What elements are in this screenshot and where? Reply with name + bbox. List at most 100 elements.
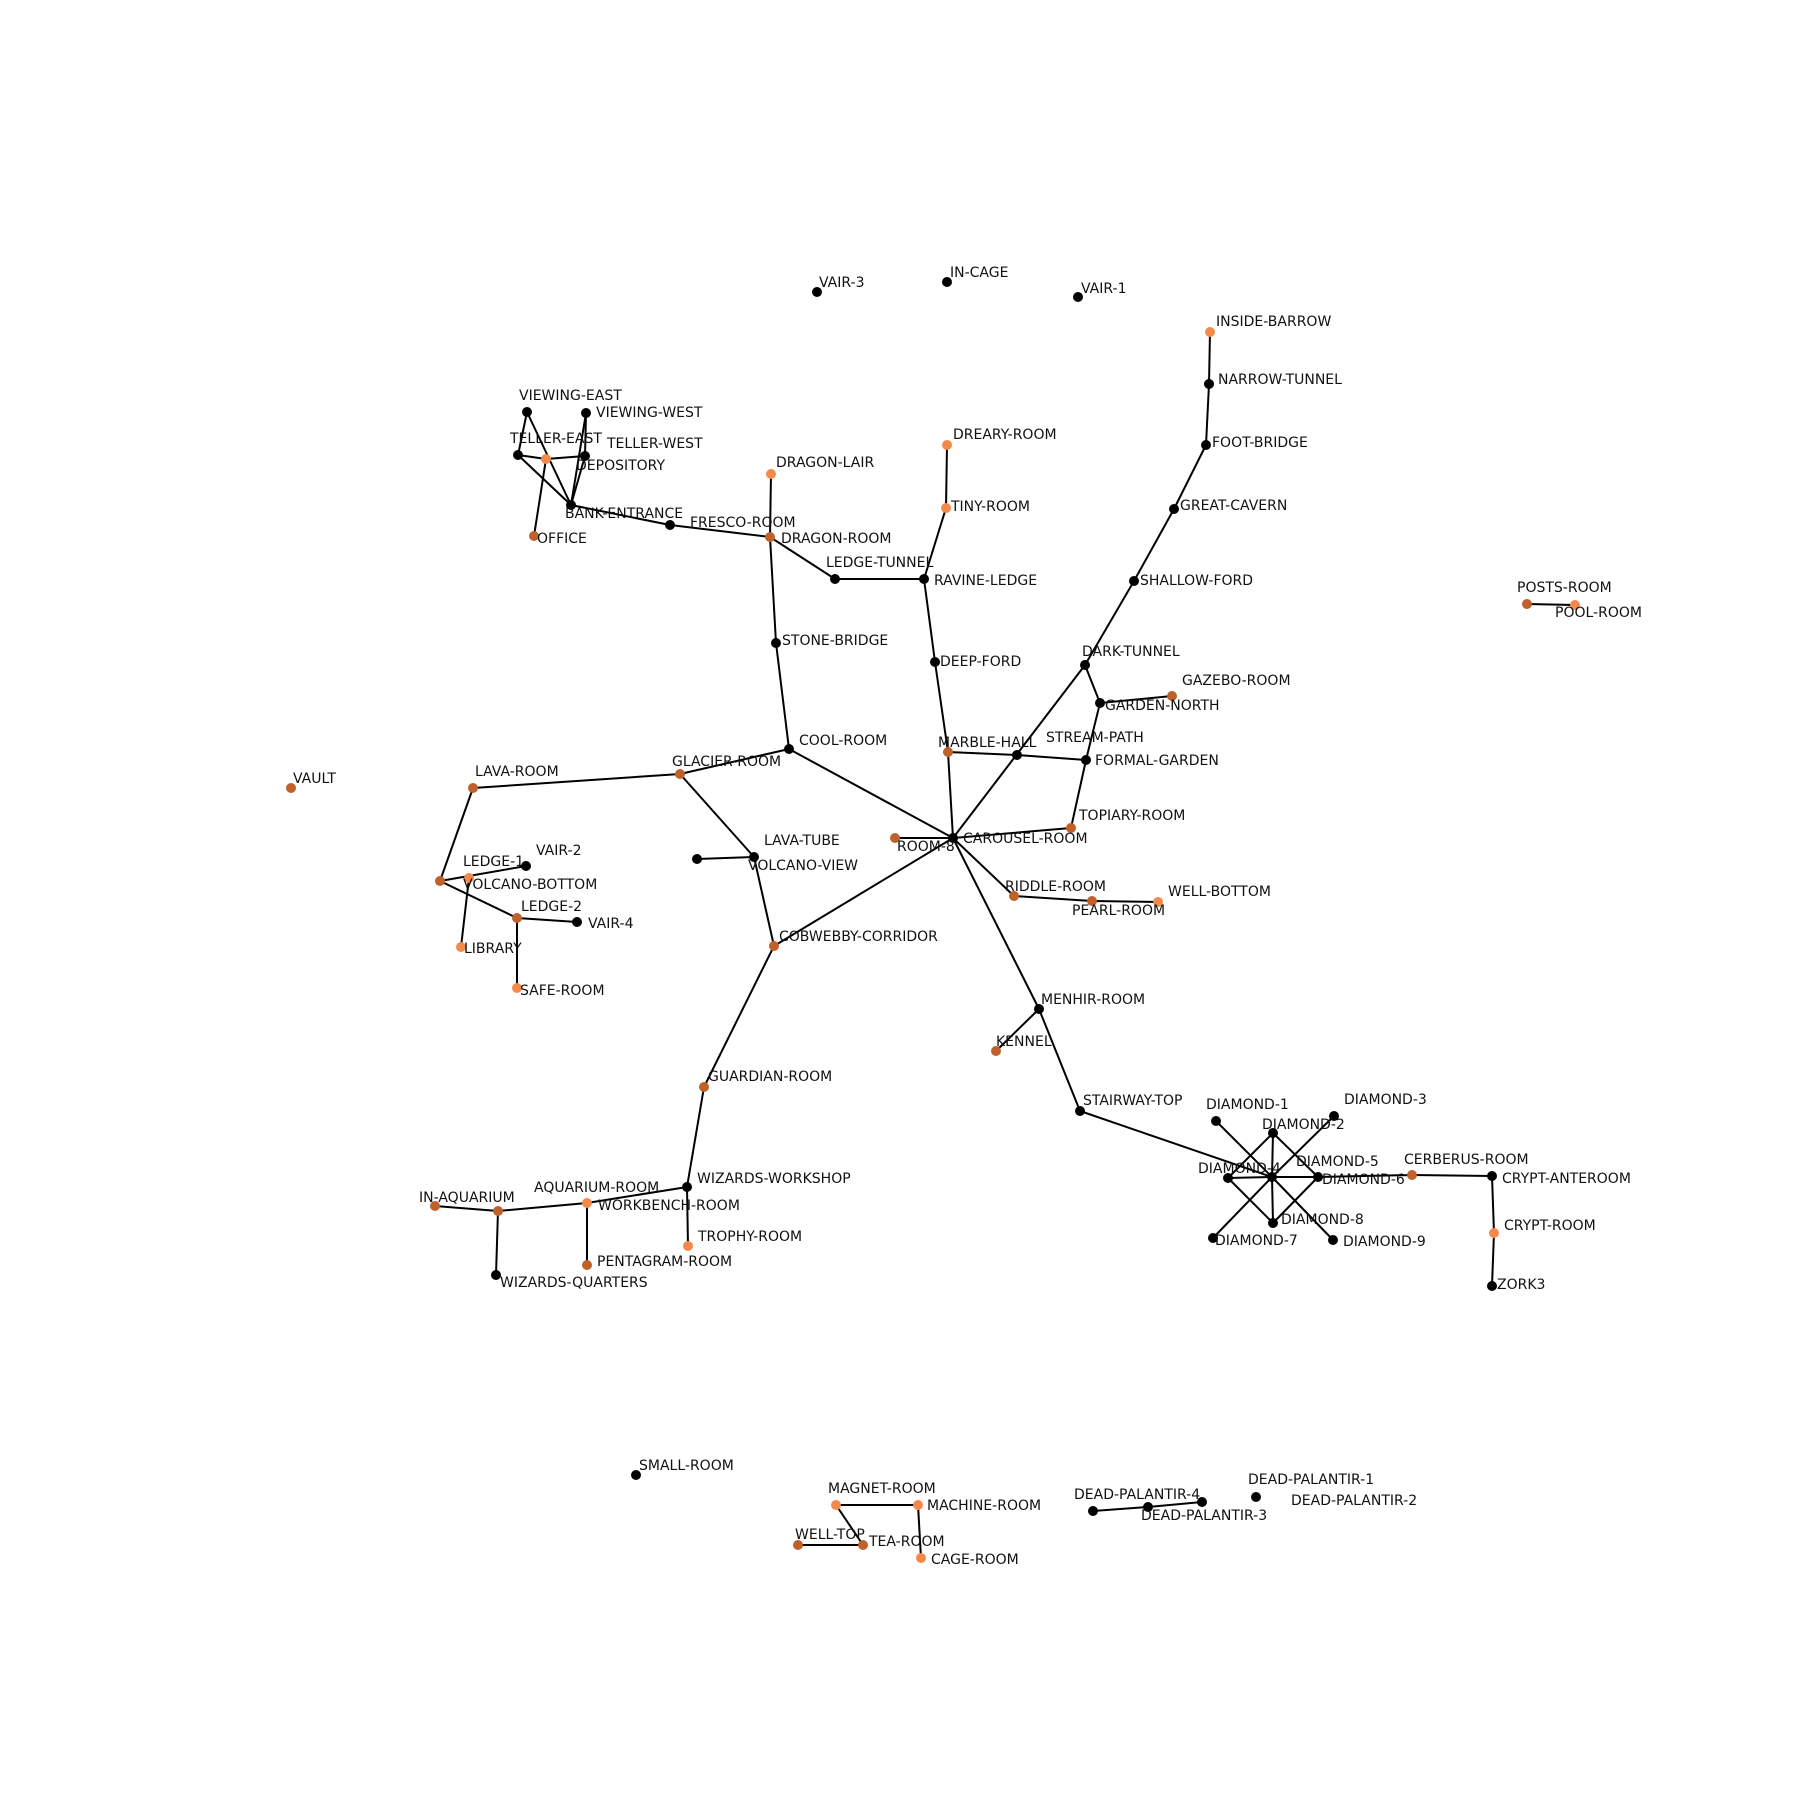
node-well-top bbox=[793, 1540, 803, 1550]
node-wizards-workshop bbox=[682, 1182, 692, 1192]
node-label-dragon-room: DRAGON-ROOM bbox=[781, 531, 892, 547]
node-volcano-bottom bbox=[435, 876, 445, 886]
node-label-marble-hall: MARBLE-HALL bbox=[938, 735, 1037, 751]
edge-diamond-9-to-diamond-5 bbox=[1271, 1176, 1334, 1241]
node-label-posts-room: POSTS-ROOM bbox=[1517, 580, 1612, 596]
node-vair-3 bbox=[812, 287, 822, 297]
node-pool-room bbox=[1570, 600, 1580, 610]
node-label-dark-tunnel: DARK-TUNNEL bbox=[1082, 644, 1180, 660]
edge-dark-tunnel-to-garden-north bbox=[1084, 664, 1101, 704]
edge-dragon-room-to-fresco-room bbox=[669, 524, 771, 538]
edge-formal-garden-to-stream-path bbox=[1016, 754, 1087, 761]
edge-menhir-room-to-stairway-top bbox=[1038, 1008, 1081, 1112]
edge-diamond-6-to-diamond-8 bbox=[1272, 1176, 1319, 1224]
node-label-riddle-room: RIDDLE-ROOM bbox=[1005, 879, 1106, 895]
edge-foot-bridge-to-great-cavern bbox=[1173, 444, 1207, 510]
edge-lava-tube-to-volcano-view bbox=[696, 856, 755, 860]
edge-aquarium-room-to-wizards-quarters bbox=[495, 1210, 499, 1276]
edge-wizards-workshop-to-trophy-room bbox=[686, 1186, 689, 1247]
node-gazebo-room bbox=[1167, 691, 1177, 701]
edge-diamond-2-to-diamond-4 bbox=[1227, 1132, 1274, 1179]
edge-volcano-bottom-to-vair-2 bbox=[439, 865, 527, 882]
node-office bbox=[529, 531, 539, 541]
edge-marble-hall-to-carousel-room bbox=[947, 751, 954, 839]
node-label-cobwebby-corridor: COBWEBBY-CORRIDOR bbox=[779, 929, 938, 945]
node-label-stone-bridge: STONE-BRIDGE bbox=[782, 633, 888, 649]
edge-cool-room-to-glacier-room bbox=[679, 748, 790, 775]
node-label-pearl-room: PEARL-ROOM bbox=[1072, 903, 1165, 919]
node-pearl-room bbox=[1087, 896, 1097, 906]
node-viewing-west bbox=[581, 408, 591, 418]
node-dead-palantir-4 bbox=[1088, 1506, 1098, 1516]
node-label-ledge-2: LEDGE-2 bbox=[521, 899, 582, 915]
node-viewing-east bbox=[522, 407, 532, 417]
node-posts-room bbox=[1522, 599, 1532, 609]
node-cobwebby-corridor bbox=[769, 941, 779, 951]
node-label-narrow-tunnel: NARROW-TUNNEL bbox=[1218, 372, 1342, 388]
node-label-fresco-room: FRESCO-ROOM bbox=[690, 515, 796, 531]
node-foot-bridge bbox=[1201, 440, 1211, 450]
node-label-guardian-room: GUARDIAN-ROOM bbox=[708, 1069, 832, 1085]
node-label-deep-ford: DEEP-FORD bbox=[940, 654, 1021, 670]
node-label-great-cavern: GREAT-CAVERN bbox=[1180, 498, 1287, 514]
edge-diamond-2-to-diamond-5 bbox=[1271, 1132, 1274, 1178]
node-label-diamond-4: DIAMOND-4 bbox=[1198, 1161, 1281, 1177]
edge-layer bbox=[434, 331, 1576, 1559]
edge-aquarium-room-to-in-aquarium bbox=[434, 1205, 499, 1212]
node-magnet-room bbox=[831, 1500, 841, 1510]
node-label-formal-garden: FORMAL-GARDEN bbox=[1095, 753, 1219, 769]
node-in-cage bbox=[942, 277, 952, 287]
edge-carousel-room-to-menhir-room bbox=[952, 837, 1040, 1010]
node-label-kennel: KENNEL bbox=[996, 1034, 1052, 1050]
node-label-vair-3: VAIR-3 bbox=[819, 275, 865, 291]
node-vair-2 bbox=[521, 861, 531, 871]
node-zork3 bbox=[1487, 1281, 1497, 1291]
edge-ravine-ledge-to-tiny-room bbox=[923, 507, 947, 580]
node-label-diamond-8: DIAMOND-8 bbox=[1281, 1212, 1364, 1228]
node-label-stream-path: STREAM-PATH bbox=[1046, 730, 1144, 746]
node-tea-room bbox=[858, 1540, 868, 1550]
node-label-viewing-west: VIEWING-WEST bbox=[596, 405, 703, 421]
edge-wizards-workshop-to-workbench-room bbox=[586, 1186, 688, 1204]
node-label-bank-entrance: BANK-ENTRANCE bbox=[565, 506, 683, 522]
edge-carousel-room-to-riddle-room bbox=[952, 837, 1015, 897]
node-vault bbox=[286, 783, 296, 793]
edge-teller-east-to-viewing-east bbox=[517, 411, 528, 456]
node-diamond-6 bbox=[1313, 1172, 1323, 1182]
node-stone-bridge bbox=[771, 638, 781, 648]
node-label-wizards-quarters: WIZARDS-QUARTERS bbox=[500, 1275, 648, 1291]
node-shallow-ford bbox=[1129, 576, 1139, 586]
node-label-teller-west: TELLER-WEST bbox=[606, 436, 703, 452]
node-label-pentagram-room: PENTAGRAM-ROOM bbox=[597, 1254, 732, 1270]
node-label-topiary-room: TOPIARY-ROOM bbox=[1078, 808, 1185, 824]
node-label-dragon-lair: DRAGON-LAIR bbox=[776, 455, 874, 471]
edge-glacier-room-to-volcano-view bbox=[679, 773, 755, 858]
node-diamond-4 bbox=[1223, 1173, 1233, 1183]
node-label-menhir-room: MENHIR-ROOM bbox=[1041, 992, 1145, 1008]
edge-diamond-2-to-diamond-6 bbox=[1272, 1132, 1319, 1178]
edge-stream-path-to-marble-hall bbox=[947, 751, 1018, 756]
edge-garden-north-to-formal-garden bbox=[1085, 702, 1101, 761]
node-workbench-room bbox=[582, 1198, 592, 1208]
node-trophy-room bbox=[683, 1241, 693, 1251]
node-ledge-tunnel bbox=[830, 574, 840, 584]
edge-inside-barrow-to-narrow-tunnel bbox=[1208, 331, 1211, 385]
node-label-aquarium-room: AQUARIUM-ROOM bbox=[534, 1180, 659, 1196]
node-small-room bbox=[631, 1470, 641, 1480]
edge-crypt-anteroom-to-crypt-room bbox=[1491, 1175, 1495, 1234]
edge-riddle-room-to-pearl-room bbox=[1013, 895, 1093, 902]
node-cool-room bbox=[784, 744, 794, 754]
edge-diamond-6-to-cerberus-room bbox=[1317, 1174, 1413, 1178]
node-label-trophy-room: TROPHY-ROOM bbox=[697, 1229, 802, 1245]
edge-pearl-room-to-well-bottom bbox=[1091, 900, 1159, 903]
node-label-cage-room: CAGE-ROOM bbox=[931, 1552, 1019, 1568]
node-marble-hall bbox=[943, 747, 953, 757]
node-label-magnet-room: MAGNET-ROOM bbox=[828, 1481, 936, 1497]
node-topiary-room bbox=[1066, 823, 1076, 833]
node-label-cool-room: COOL-ROOM bbox=[799, 733, 887, 749]
edge-formal-garden-to-topiary-room bbox=[1070, 759, 1087, 829]
node-pentagram-room bbox=[582, 1260, 592, 1270]
edge-cool-room-to-carousel-room bbox=[788, 748, 954, 839]
node-label-lava-tube: LAVA-TUBE bbox=[764, 833, 840, 849]
edge-shallow-ford-to-dark-tunnel bbox=[1084, 580, 1135, 666]
